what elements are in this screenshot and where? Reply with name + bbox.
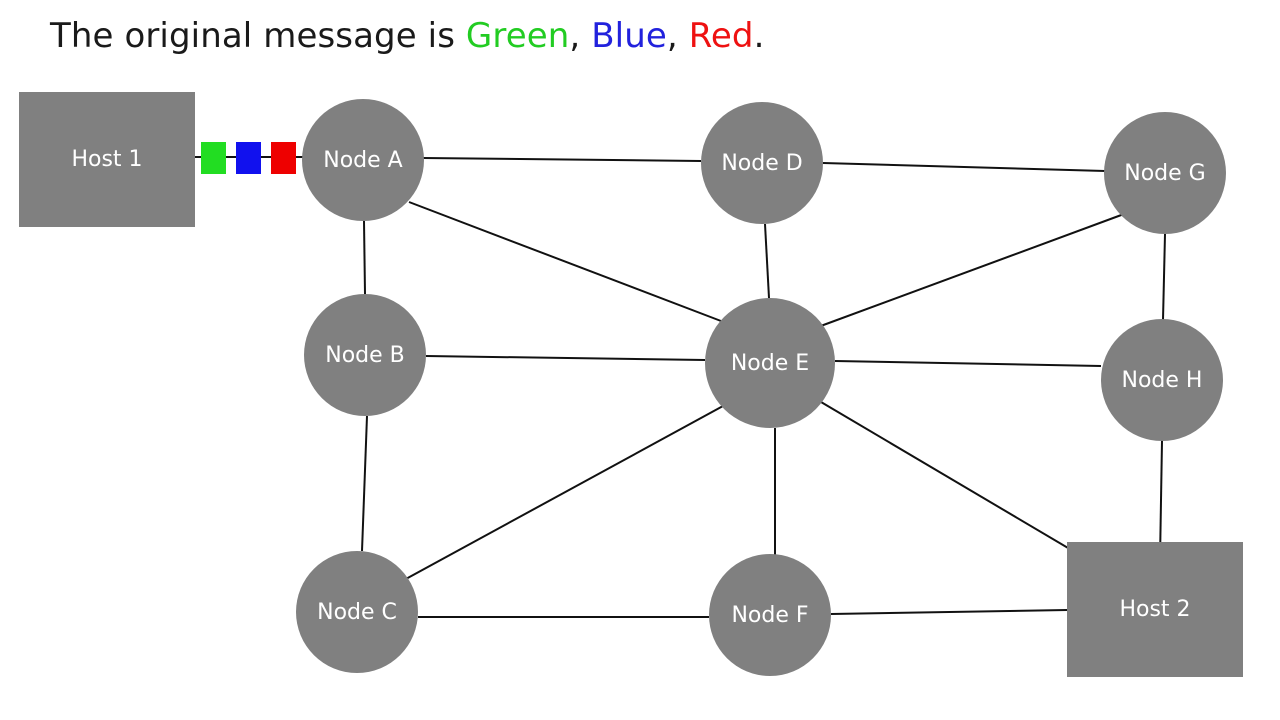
node-g[interactable]: Node G (1104, 112, 1226, 234)
edge-node-d-node-g (822, 162, 1106, 172)
title-word-green: Green (465, 16, 570, 56)
title-word-blue: Blue (591, 16, 667, 56)
title-separator-1: , (569, 16, 592, 56)
node-label-e: Node E (730, 350, 810, 376)
host-host1[interactable]: Host 1 (19, 92, 195, 227)
node-label-d: Node D (721, 150, 803, 176)
edge-node-f-host2 (830, 609, 1068, 615)
edge-node-e-host2 (820, 401, 1086, 559)
host-host2[interactable]: Host 2 (1067, 542, 1243, 677)
node-c[interactable]: Node C (296, 551, 418, 673)
edge-node-h-host2 (1159, 440, 1163, 561)
edge-node-b-node-c (361, 415, 368, 552)
node-e[interactable]: Node E (705, 298, 835, 428)
edge-node-d-node-e (764, 223, 770, 299)
node-a[interactable]: Node A (302, 99, 424, 221)
node-b[interactable]: Node B (304, 294, 426, 416)
edge-node-e-node-g (817, 213, 1125, 328)
node-label-a: Node A (323, 147, 403, 173)
node-label-c: Node C (317, 599, 397, 625)
title-separator-2: , (666, 16, 689, 56)
packet-red[interactable] (271, 142, 296, 174)
node-h[interactable]: Node H (1101, 319, 1223, 441)
host-label-host2: Host 2 (1119, 597, 1191, 622)
node-label-h: Node H (1121, 367, 1203, 393)
edge-node-c-node-e (403, 405, 724, 581)
packet-green[interactable] (201, 142, 226, 174)
node-f[interactable]: Node F (709, 554, 831, 676)
node-d[interactable]: Node D (701, 102, 823, 224)
node-label-f: Node F (731, 602, 809, 628)
title-suffix: . (753, 16, 765, 56)
title-word-red: Red (688, 16, 754, 56)
edge-node-a-node-d (422, 157, 702, 162)
packet-blue[interactable] (236, 142, 261, 174)
host-label-host1: Host 1 (71, 147, 143, 172)
page-title: The original message is Green, Blue, Red… (50, 14, 765, 58)
node-label-g: Node G (1124, 160, 1206, 186)
edge-node-e-node-h (834, 360, 1102, 367)
title-prefix: The original message is (50, 16, 466, 56)
node-label-b: Node B (325, 342, 405, 368)
edge-node-b-node-e (425, 355, 706, 361)
edge-node-a-node-b (363, 220, 366, 295)
edge-node-g-node-h (1162, 233, 1166, 321)
edge-node-a-node-e (408, 201, 722, 322)
